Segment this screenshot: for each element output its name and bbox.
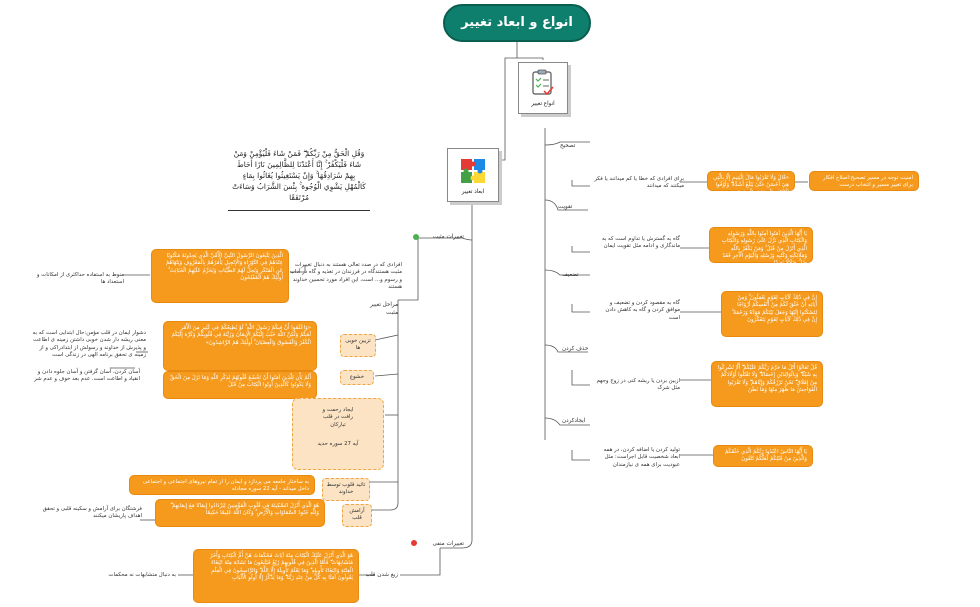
type-strengthen-desc: گاه به گسترش یا تداوم است که به ماندگاری… [601, 236, 680, 250]
stage-mercy-box[interactable]: ایجاد رحمت و رافت در قلب تبارکان آیه 27 … [292, 398, 384, 470]
stage-adorn-label[interactable]: تزیین خوبی ها [340, 334, 376, 357]
type-create-desc: تولید کردن یا اضافه کردن، در همه ابعاد ش… [603, 447, 680, 468]
negative-verse[interactable]: هُوَ الَّذِي أَنْزَلَ عَلَيْكَ الْكِتَاب… [194, 550, 358, 602]
dims-card[interactable]: ابعاد تغییر [447, 148, 499, 202]
map-title[interactable]: انواع و ابعاد تغییر [443, 4, 591, 42]
stage-mercy-ref: آیه 27 سوره حدید [317, 440, 359, 447]
stage-humility-verse[interactable]: أَلَمْ يَأْنِ لِلَّذِينَ آمَنُوا أَنْ تَ… [164, 372, 316, 398]
type-correction-desc: برای افرادی که خطا یا کم میدانند یا فکر … [594, 176, 684, 190]
quote-text: وَقُلِ الْحَقُّ مِنْ رَبِّكُمْ ۖ فَمَنْ … [232, 149, 366, 203]
stage-humility-note: آسان کردن، آسان گرفتن و آسان جلوه دادن و… [34, 369, 140, 383]
type-correction-label[interactable]: تصحیح [560, 143, 576, 149]
type-remove-verse[interactable]: قُلْ تَعَالَوْا أَتْلُ مَا حَرَّمَ رَبُّ… [712, 362, 822, 406]
types-card[interactable]: انواع تغییر [518, 62, 568, 114]
checklist-icon [532, 70, 554, 96]
negative-note: به دنبال متشابهات نه محکمات [108, 572, 176, 578]
negative-changes-label[interactable]: تغییرات منفی [432, 541, 465, 547]
type-weaken-verse[interactable]: إِنَّ فِي ذَٰلِكَ لَآيَاتٍ لِقَوْمٍ يَعْ… [722, 292, 822, 336]
dims-card-label: ابعاد تغییر [461, 189, 485, 196]
puzzle-icon [461, 159, 485, 184]
type-create-label[interactable]: ایجادکردن [562, 418, 586, 424]
stage-adorn-verse[interactable]: «وَاعْلَمُوا أَنَّ فِيكُمْ رَسُولَ اللَّ… [164, 322, 316, 370]
types-card-label: انواع تغییر [531, 101, 555, 108]
quote-divider [228, 210, 370, 211]
stage-mercy-label: ایجاد رحمت و رافت در قلب تبارکان [322, 407, 354, 428]
type-weaken-desc: گاه به مقصود کردن و تضعیف و موافق کردن و… [605, 300, 680, 321]
stage-adorn-note: دشوار ایمان در قلب مؤمن:حال ابتدایی است … [32, 330, 146, 358]
type-remove-label[interactable]: حذف کردن [562, 346, 589, 352]
stage-support-note[interactable]: به ساختار جامعه می پردازد و ایمان را از … [130, 476, 314, 494]
stage-peace-label[interactable]: آرامش قلب [342, 504, 372, 527]
type-correction-note[interactable]: امنیت توجه در مسیر تصحیح:اصلاح افکار برا… [810, 172, 918, 190]
stage-peace-verse[interactable]: هُوَ الَّذِي أَنْزَلَ السَّكِينَةَ فِي ق… [156, 500, 324, 526]
positive-stages-label[interactable]: مراحل تغییر مثبت [370, 302, 398, 316]
positive-changes-label[interactable]: تغییرات مثبت [432, 234, 464, 240]
positive-note: منوط به استفاده حداکثری از امکانات و است… [36, 272, 124, 286]
type-remove-desc: ازبین بردن یا ریشه کنی در زوج وجهم مثل ش… [596, 378, 681, 392]
positive-verse[interactable]: الَّذِينَ يَتَّبِعُونَ الرَّسُولَ النَّب… [152, 250, 288, 302]
type-weaken-label[interactable]: تضعیف [562, 272, 579, 278]
stage-peace-note: فرشتگان برای آرامش و سکینه قلبی و تحقق ا… [42, 506, 142, 520]
negative-status-dot [411, 540, 417, 546]
positive-changes-desc: افرادی که در صدد تعالی هستند به دنبال تغ… [289, 262, 402, 290]
type-strengthen-verse[interactable]: يَا أَيُّهَا الَّذِينَ آمَنُوا آمِنُوا ب… [710, 228, 812, 266]
stage-humility-label[interactable]: خشوع [340, 370, 374, 386]
positive-status-dot [413, 234, 419, 240]
type-strengthen-label[interactable]: تقویت [558, 204, 573, 210]
stage-support-label[interactable]: تائید قلوب توسط خداوند [322, 478, 370, 501]
type-create-verse[interactable]: يَا أَيُّهَا النَّاسُ اعْبُدُوا رَبَّكُم… [714, 446, 812, 466]
negative-sub-label[interactable]: زیغ شدن قلب [365, 572, 398, 578]
type-correction-verse[interactable]: «قَالَ وَلَا تَقْرَبُوا مَالَ الْيَتِيمِ… [708, 172, 794, 196]
